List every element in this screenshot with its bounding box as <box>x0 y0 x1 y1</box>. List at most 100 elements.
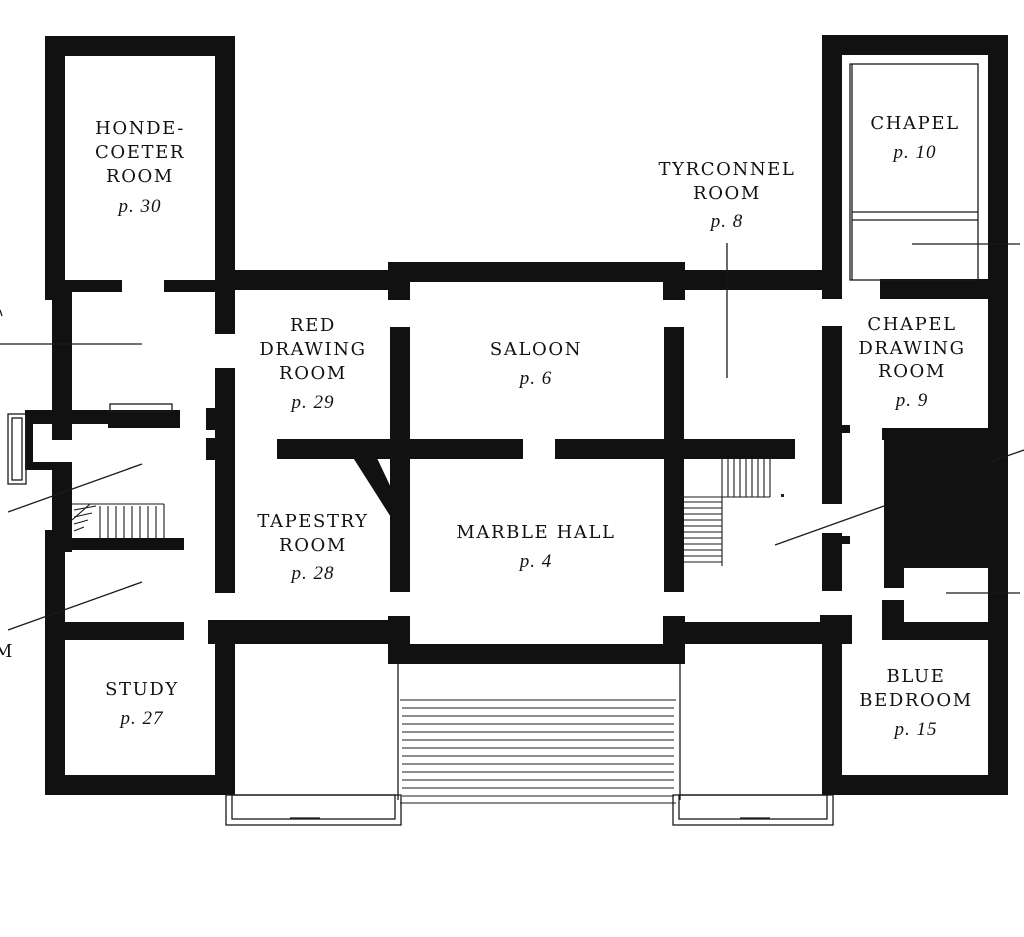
wall <box>108 410 180 428</box>
wall <box>25 410 33 470</box>
wall <box>988 35 1008 299</box>
label-chapel: CHAPEL p. 10 <box>870 113 959 163</box>
room-name: RED <box>290 315 336 336</box>
wall <box>884 568 904 588</box>
wall <box>277 439 523 459</box>
leader-line <box>7 581 143 631</box>
room-name: ROOM <box>279 535 347 556</box>
room-name: ROOM <box>106 166 174 187</box>
wall <box>838 536 850 544</box>
label-study: STUDY p. 27 <box>105 679 179 729</box>
wall <box>882 600 904 626</box>
wall <box>822 35 1008 55</box>
leader-line <box>7 463 143 513</box>
wall <box>45 530 65 795</box>
sw-portico <box>231 794 396 820</box>
wall <box>52 538 184 550</box>
se-portico <box>672 794 834 826</box>
page-ref: p. 30 <box>117 196 162 217</box>
wall <box>352 456 394 522</box>
label-tyrconnel-room: TYRCONNEL ROOM p. 8 <box>659 159 796 232</box>
wall <box>822 326 842 504</box>
page-ref: p. 15 <box>893 719 938 740</box>
page-ref: p. 29 <box>290 392 335 413</box>
wall <box>208 620 408 644</box>
solid-block <box>884 428 990 568</box>
label-hondecoeter-room: HONDE- COETER ROOM p. 30 <box>95 118 185 217</box>
wall <box>988 290 1008 640</box>
dot <box>781 494 784 497</box>
wall <box>820 615 852 635</box>
room-name: BLUE <box>887 666 946 687</box>
label-chapel-drawing-room: CHAPEL DRAWING ROOM p. 9 <box>858 314 965 411</box>
wall <box>838 425 850 433</box>
label-red-drawing-room: RED DRAWING ROOM p. 29 <box>259 315 366 413</box>
room-name: CHAPEL <box>870 113 959 134</box>
wall <box>206 408 220 430</box>
room-name: ROOM <box>279 363 347 384</box>
wall <box>164 280 220 292</box>
chapel-inner-outline <box>849 63 979 281</box>
wall <box>25 462 65 470</box>
walls <box>25 35 1008 795</box>
room-name: HONDE- <box>95 118 185 139</box>
page-ref: p. 27 <box>119 708 165 729</box>
wall <box>215 368 235 593</box>
wall <box>822 533 842 591</box>
room-name: DRAWING <box>858 338 965 359</box>
page-ref: p. 28 <box>290 563 335 584</box>
room-name: COETER <box>95 142 185 163</box>
se-portico <box>678 794 828 820</box>
room-name: TYRCONNEL <box>659 159 796 180</box>
page-ref: p. 10 <box>892 142 937 163</box>
leader-line <box>774 505 885 546</box>
page-ref: p. 6 <box>518 368 553 389</box>
wall <box>45 36 65 300</box>
wall <box>206 438 220 460</box>
wall <box>678 270 838 290</box>
room-name: ROOM <box>693 183 761 204</box>
page-ref: p. 9 <box>894 390 929 411</box>
stair-tread <box>73 505 97 511</box>
label-marble-hall: MARBLE HALL p. 4 <box>456 522 615 572</box>
stair-tread <box>73 512 93 518</box>
wall <box>663 262 685 300</box>
wall <box>215 290 235 334</box>
stairs <box>71 457 771 804</box>
stair-tread <box>73 526 85 532</box>
wall <box>390 644 682 664</box>
wall <box>60 622 184 640</box>
wall <box>388 262 410 300</box>
stair-edge <box>71 503 91 521</box>
wall <box>45 36 235 56</box>
sw-portico <box>225 794 402 826</box>
room-name: BEDROOM <box>859 690 973 711</box>
wall <box>60 280 122 292</box>
wall <box>663 616 685 664</box>
leader-line <box>989 449 1024 463</box>
room-name: TAPESTRY <box>257 511 368 532</box>
wall <box>52 462 72 552</box>
page-ref: p. 4 <box>518 551 553 572</box>
page-ref: p. 8 <box>709 211 744 232</box>
wall <box>822 775 1008 795</box>
label-tapestry-room: TAPESTRY ROOM p. 28 <box>257 511 368 584</box>
wall <box>680 622 852 644</box>
room-labels: HONDE- COETER ROOM p. 30 CHAPEL p. 10 TY… <box>0 113 973 740</box>
wall <box>988 640 1008 795</box>
room-name: DRAWING <box>259 339 366 360</box>
wall <box>880 279 1008 299</box>
room-name: MARBLE HALL <box>456 522 615 543</box>
wall <box>555 439 795 459</box>
room-name: STUDY <box>105 679 179 700</box>
wall <box>882 622 1008 640</box>
wall <box>822 640 842 795</box>
thin-lines <box>0 63 1024 826</box>
edge-glyph: M <box>0 641 12 662</box>
edge-mark <box>0 309 3 317</box>
wall <box>388 262 684 282</box>
bay-window <box>7 413 27 485</box>
label-saloon: SALOON p. 6 <box>490 339 582 389</box>
room-name: SALOON <box>490 339 582 360</box>
wall <box>822 35 842 299</box>
